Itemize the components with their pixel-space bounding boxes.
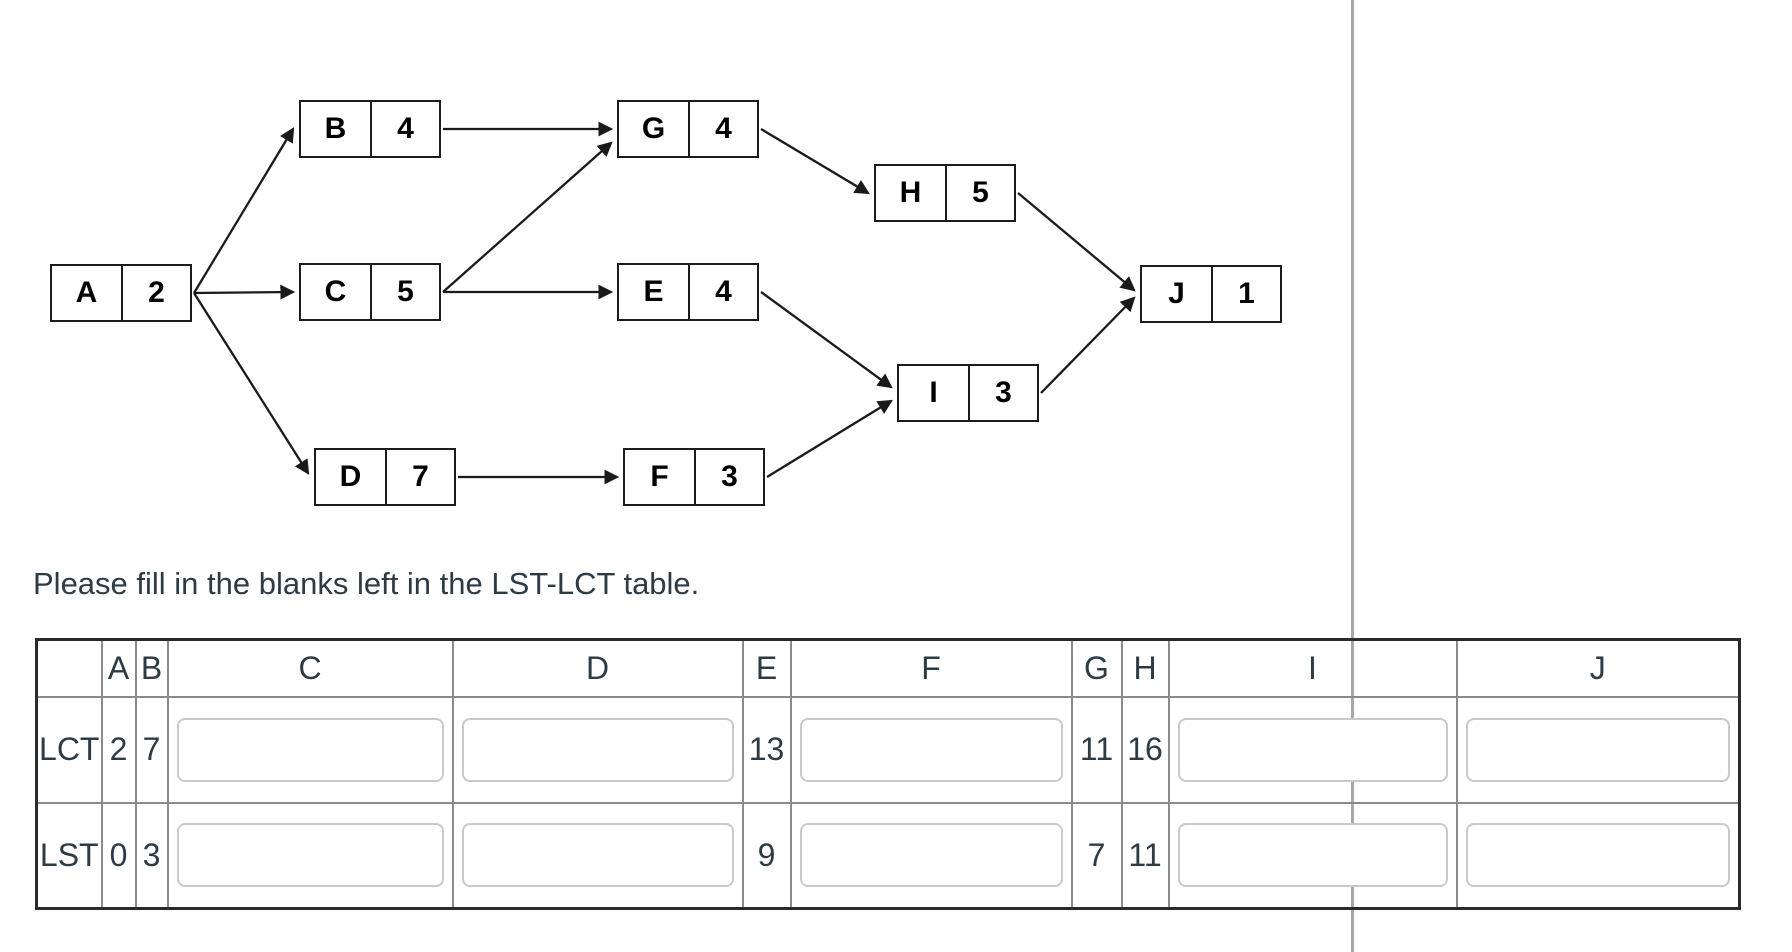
- node-label: B: [324, 112, 347, 145]
- node-label: I: [929, 376, 938, 409]
- node-duration: 4: [688, 265, 757, 319]
- cell-LST-H: 11: [1120, 801, 1170, 910]
- column-header-F: F: [789, 638, 1073, 698]
- blank-input-LST-F[interactable]: [799, 823, 1063, 888]
- edge-F-I: [766, 399, 893, 478]
- cell-LCT-J: [1455, 695, 1741, 804]
- cell-LST-C: [166, 801, 454, 910]
- cell-LST-A: 0: [100, 801, 137, 910]
- row-label-LST: LST: [35, 801, 103, 910]
- blank-input-LCT-J[interactable]: [1465, 717, 1730, 782]
- column-header-A: A: [100, 638, 137, 698]
- question-text: Please fill in the blanks left in the LS…: [33, 566, 700, 601]
- blank-input-LST-I[interactable]: [1177, 823, 1448, 888]
- column-header-H: H: [1120, 638, 1170, 698]
- column-header-D: D: [451, 638, 744, 698]
- cell-LCT-G: 11: [1070, 695, 1123, 804]
- node-duration: 3: [968, 366, 1037, 420]
- edge-A-B: [193, 127, 295, 294]
- blank-input-LCT-C[interactable]: [176, 717, 444, 782]
- cell-LST-J: [1455, 801, 1741, 910]
- row-label-LCT: LCT: [35, 695, 103, 804]
- node-duration: 1: [1211, 267, 1280, 321]
- edge-A-D: [193, 292, 310, 475]
- blank-input-LCT-D[interactable]: [461, 717, 734, 782]
- cell-LST-D: [451, 801, 744, 910]
- node-duration: 2: [121, 266, 190, 320]
- edge-C-G: [442, 141, 613, 293]
- node-label: A: [75, 276, 98, 309]
- node-label: H: [899, 176, 922, 209]
- node-duration: 5: [945, 166, 1014, 220]
- node-duration: 4: [370, 102, 439, 156]
- cell-LST-G: 7: [1070, 801, 1123, 910]
- cell-LCT-D: [451, 695, 744, 804]
- edge-H-J: [1017, 192, 1136, 292]
- blank-input-LCT-F[interactable]: [799, 717, 1063, 782]
- column-header-C: C: [166, 638, 454, 698]
- cell-LCT-I: [1167, 695, 1458, 804]
- cell-LST-F: [789, 801, 1073, 910]
- edge-E-I: [760, 291, 893, 389]
- page-divider-line: [1351, 0, 1354, 952]
- column-header-B: B: [134, 638, 169, 698]
- node-label: C: [324, 275, 347, 308]
- blank-input-LCT-I[interactable]: [1177, 717, 1448, 782]
- cell-LST-I: [1167, 801, 1458, 910]
- node-label: F: [650, 460, 669, 493]
- edge-A-C: [193, 284, 296, 300]
- cell-LST-E: 9: [741, 801, 792, 910]
- node-label: D: [339, 460, 362, 493]
- column-header-I: I: [1167, 638, 1458, 698]
- node-duration: 3: [694, 450, 763, 504]
- node-label: G: [641, 112, 666, 145]
- blank-input-LST-C[interactable]: [176, 823, 444, 888]
- column-header-G: G: [1070, 638, 1123, 698]
- node-duration: 4: [688, 102, 757, 156]
- cell-LCT-E: 13: [741, 695, 792, 804]
- node-duration: 5: [370, 265, 439, 319]
- node-label: J: [1168, 277, 1185, 310]
- table-corner-cell: [35, 638, 103, 698]
- cell-LCT-B: 7: [134, 695, 169, 804]
- column-header-J: J: [1455, 638, 1741, 698]
- cell-LCT-A: 2: [100, 695, 137, 804]
- cell-LCT-C: [166, 695, 454, 804]
- cell-LCT-F: [789, 695, 1073, 804]
- blank-input-LST-J[interactable]: [1465, 823, 1730, 888]
- edge-I-J: [1040, 296, 1136, 394]
- blank-input-LST-D[interactable]: [461, 823, 734, 888]
- column-header-E: E: [741, 638, 792, 698]
- node-label: E: [643, 275, 664, 308]
- node-duration: 7: [385, 450, 454, 504]
- cell-LST-B: 3: [134, 801, 169, 910]
- cell-LCT-H: 16: [1120, 695, 1170, 804]
- edge-G-H: [760, 128, 870, 195]
